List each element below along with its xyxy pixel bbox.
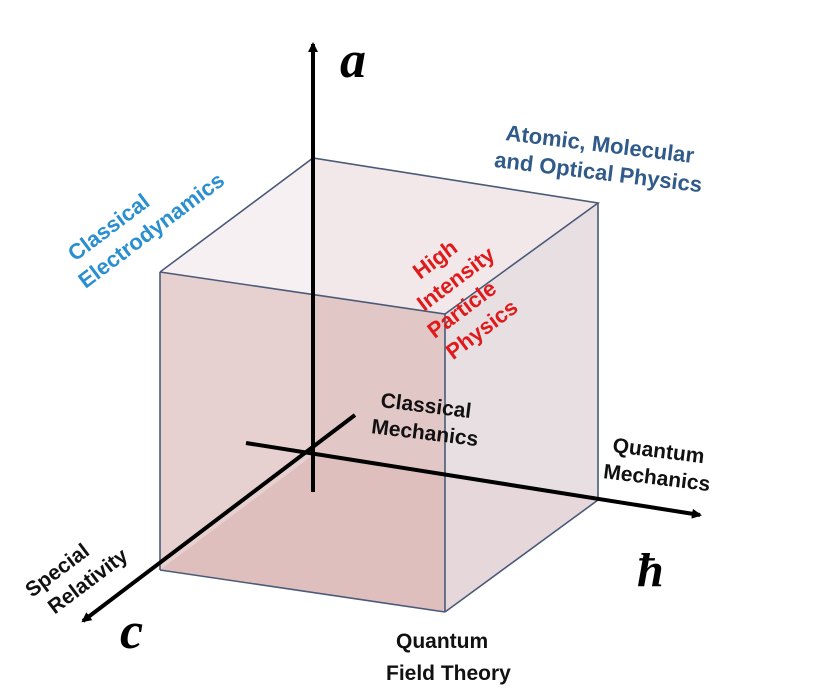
special-relativity-label: Special Relativity <box>21 539 132 618</box>
c-axis-label: c <box>120 603 143 660</box>
hbar-axis-arrow <box>245 441 702 519</box>
cube-right-face <box>445 203 598 612</box>
cube-front-face <box>160 272 445 612</box>
amo-physics-label: Atomic, Molecular and Optical Physics <box>493 120 704 197</box>
cube-bottom-right-edge <box>444 499 599 613</box>
cube-top-face <box>160 158 598 314</box>
c-axis-arrow <box>81 413 357 623</box>
axes <box>81 42 702 623</box>
qft-label: Quantum Field Theory <box>386 630 511 685</box>
qft-line-2: Field Theory <box>386 662 511 685</box>
a-axis-label: a <box>340 32 366 89</box>
qft-line-1: Quantum <box>396 630 488 653</box>
cube-bottom-front-edge <box>159 569 446 613</box>
quantum-mechanics-label: Quantum Mechanics <box>602 434 711 496</box>
cube-edges <box>159 157 601 613</box>
hbar-axis-label: ħ <box>637 544 664 597</box>
